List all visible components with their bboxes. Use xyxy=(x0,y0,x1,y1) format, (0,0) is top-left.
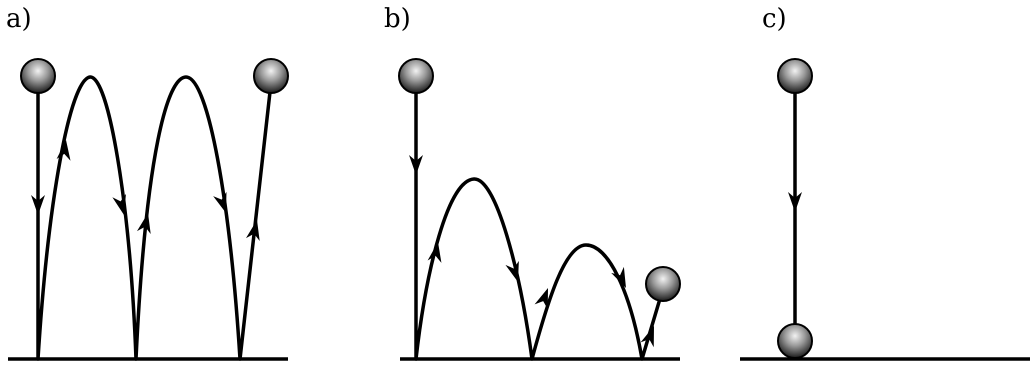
panel-a xyxy=(8,58,289,361)
panel-c-label: c) xyxy=(762,4,787,34)
trajectory-a xyxy=(36,75,272,361)
arrow-a3 xyxy=(112,193,131,217)
ball-a-start xyxy=(20,58,56,94)
ball-a-end xyxy=(253,58,289,94)
panel-a-label: a) xyxy=(6,4,32,34)
trajectory-b xyxy=(414,88,664,361)
ball-b-end xyxy=(645,266,681,302)
panel-c xyxy=(740,58,1030,361)
panel-b-label: b) xyxy=(384,4,411,34)
ball-c-end xyxy=(777,323,813,359)
panel-b xyxy=(398,58,681,361)
ball-c-start xyxy=(777,58,813,94)
ball-b-start xyxy=(398,58,434,94)
